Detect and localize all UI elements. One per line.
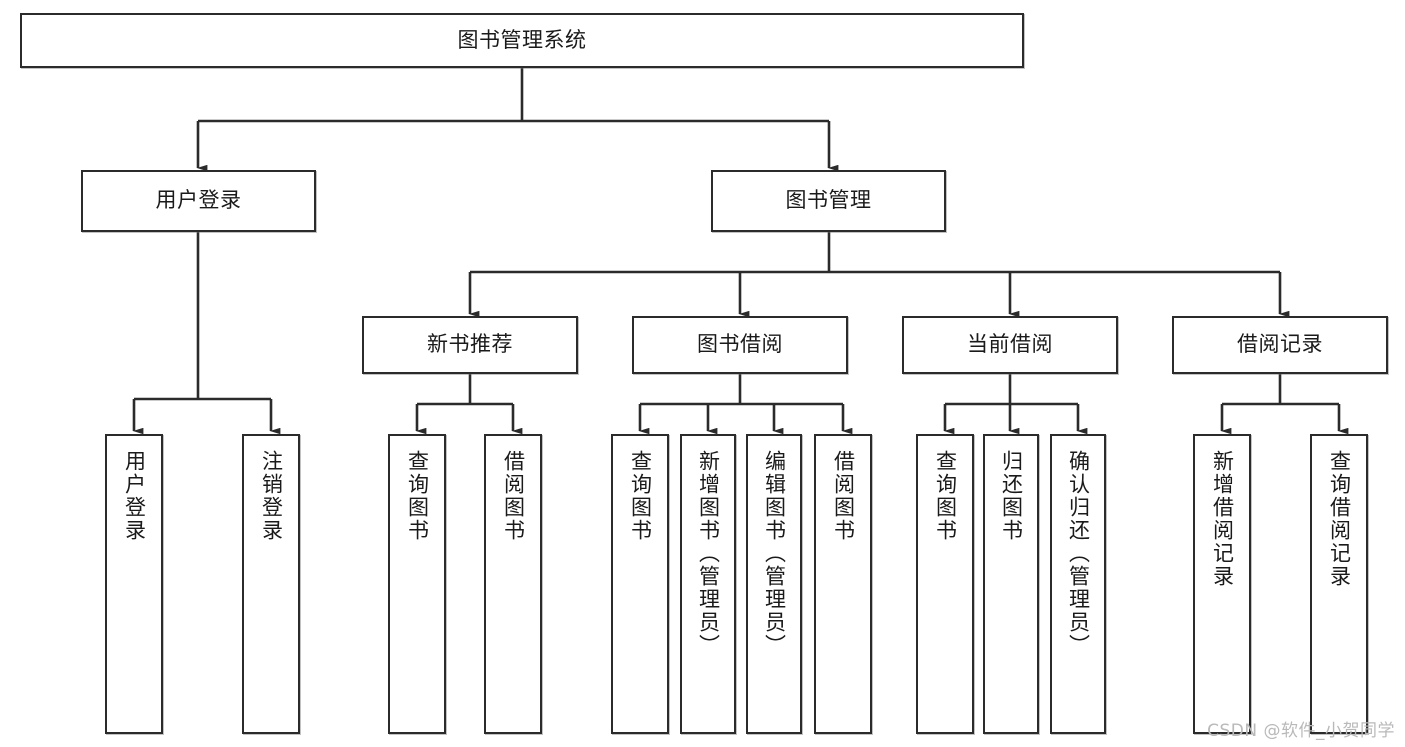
- node-leaf-query-book-bb-label: 查询图书: [628, 450, 653, 542]
- node-leaf-return-book[interactable]: 归还图书: [983, 434, 1039, 734]
- node-book-management-label: 图书管理: [785, 188, 872, 213]
- node-new-book-recommend-label: 新书推荐: [427, 332, 513, 357]
- node-new-book-recommend[interactable]: 新书推荐: [362, 316, 578, 374]
- node-leaf-query-book-cb-label: 查询图书: [933, 450, 958, 542]
- node-leaf-borrow-book-nb[interactable]: 借阅图书: [484, 434, 542, 734]
- node-leaf-add-book-admin-label: 新增图书（管理员）: [696, 450, 721, 657]
- node-leaf-logout[interactable]: 注销登录: [242, 434, 300, 734]
- node-leaf-user-login-label: 用户登录: [122, 450, 147, 542]
- node-leaf-add-book-admin[interactable]: 新增图书（管理员）: [680, 434, 736, 734]
- node-leaf-borrow-book-bb[interactable]: 借阅图书: [814, 434, 872, 734]
- node-leaf-logout-label: 注销登录: [259, 450, 284, 542]
- node-current-borrow-label: 当前借阅: [967, 332, 1053, 357]
- node-root-system-label: 图书管理系统: [457, 27, 587, 52]
- node-book-management[interactable]: 图书管理: [711, 170, 946, 232]
- node-current-borrow[interactable]: 当前借阅: [902, 316, 1118, 374]
- node-leaf-edit-book-admin-label: 编辑图书（管理员）: [762, 450, 787, 657]
- node-leaf-edit-book-admin[interactable]: 编辑图书（管理员）: [746, 434, 802, 734]
- node-leaf-query-book-nb[interactable]: 查询图书: [388, 434, 446, 734]
- node-leaf-query-book-bb[interactable]: 查询图书: [611, 434, 669, 734]
- node-leaf-confirm-return-admin[interactable]: 确认归还（管理员）: [1050, 434, 1106, 734]
- node-leaf-add-borrow-record-label: 新增借阅记录: [1210, 450, 1235, 588]
- node-leaf-query-book-cb[interactable]: 查询图书: [916, 434, 974, 734]
- node-leaf-user-login[interactable]: 用户登录: [105, 434, 163, 734]
- node-user-login-label: 用户登录: [155, 188, 242, 213]
- node-leaf-confirm-return-admin-label: 确认归还（管理员）: [1066, 450, 1091, 657]
- node-leaf-borrow-book-nb-label: 借阅图书: [501, 450, 526, 542]
- node-root-system[interactable]: 图书管理系统: [20, 13, 1024, 68]
- node-leaf-return-book-label: 归还图书: [999, 450, 1024, 542]
- node-leaf-query-borrow-record-label: 查询借阅记录: [1327, 450, 1352, 588]
- csdn-watermark: CSDN @软件_小贺同学: [1207, 721, 1395, 741]
- node-leaf-add-borrow-record[interactable]: 新增借阅记录: [1193, 434, 1251, 734]
- node-book-borrow[interactable]: 图书借阅: [632, 316, 848, 374]
- node-borrow-record-label: 借阅记录: [1237, 332, 1323, 357]
- node-leaf-borrow-book-bb-label: 借阅图书: [831, 450, 856, 542]
- node-user-login[interactable]: 用户登录: [81, 170, 316, 232]
- node-book-borrow-label: 图书借阅: [697, 332, 783, 357]
- node-leaf-query-book-nb-label: 查询图书: [405, 450, 430, 542]
- node-borrow-record[interactable]: 借阅记录: [1172, 316, 1388, 374]
- node-leaf-query-borrow-record[interactable]: 查询借阅记录: [1310, 434, 1368, 734]
